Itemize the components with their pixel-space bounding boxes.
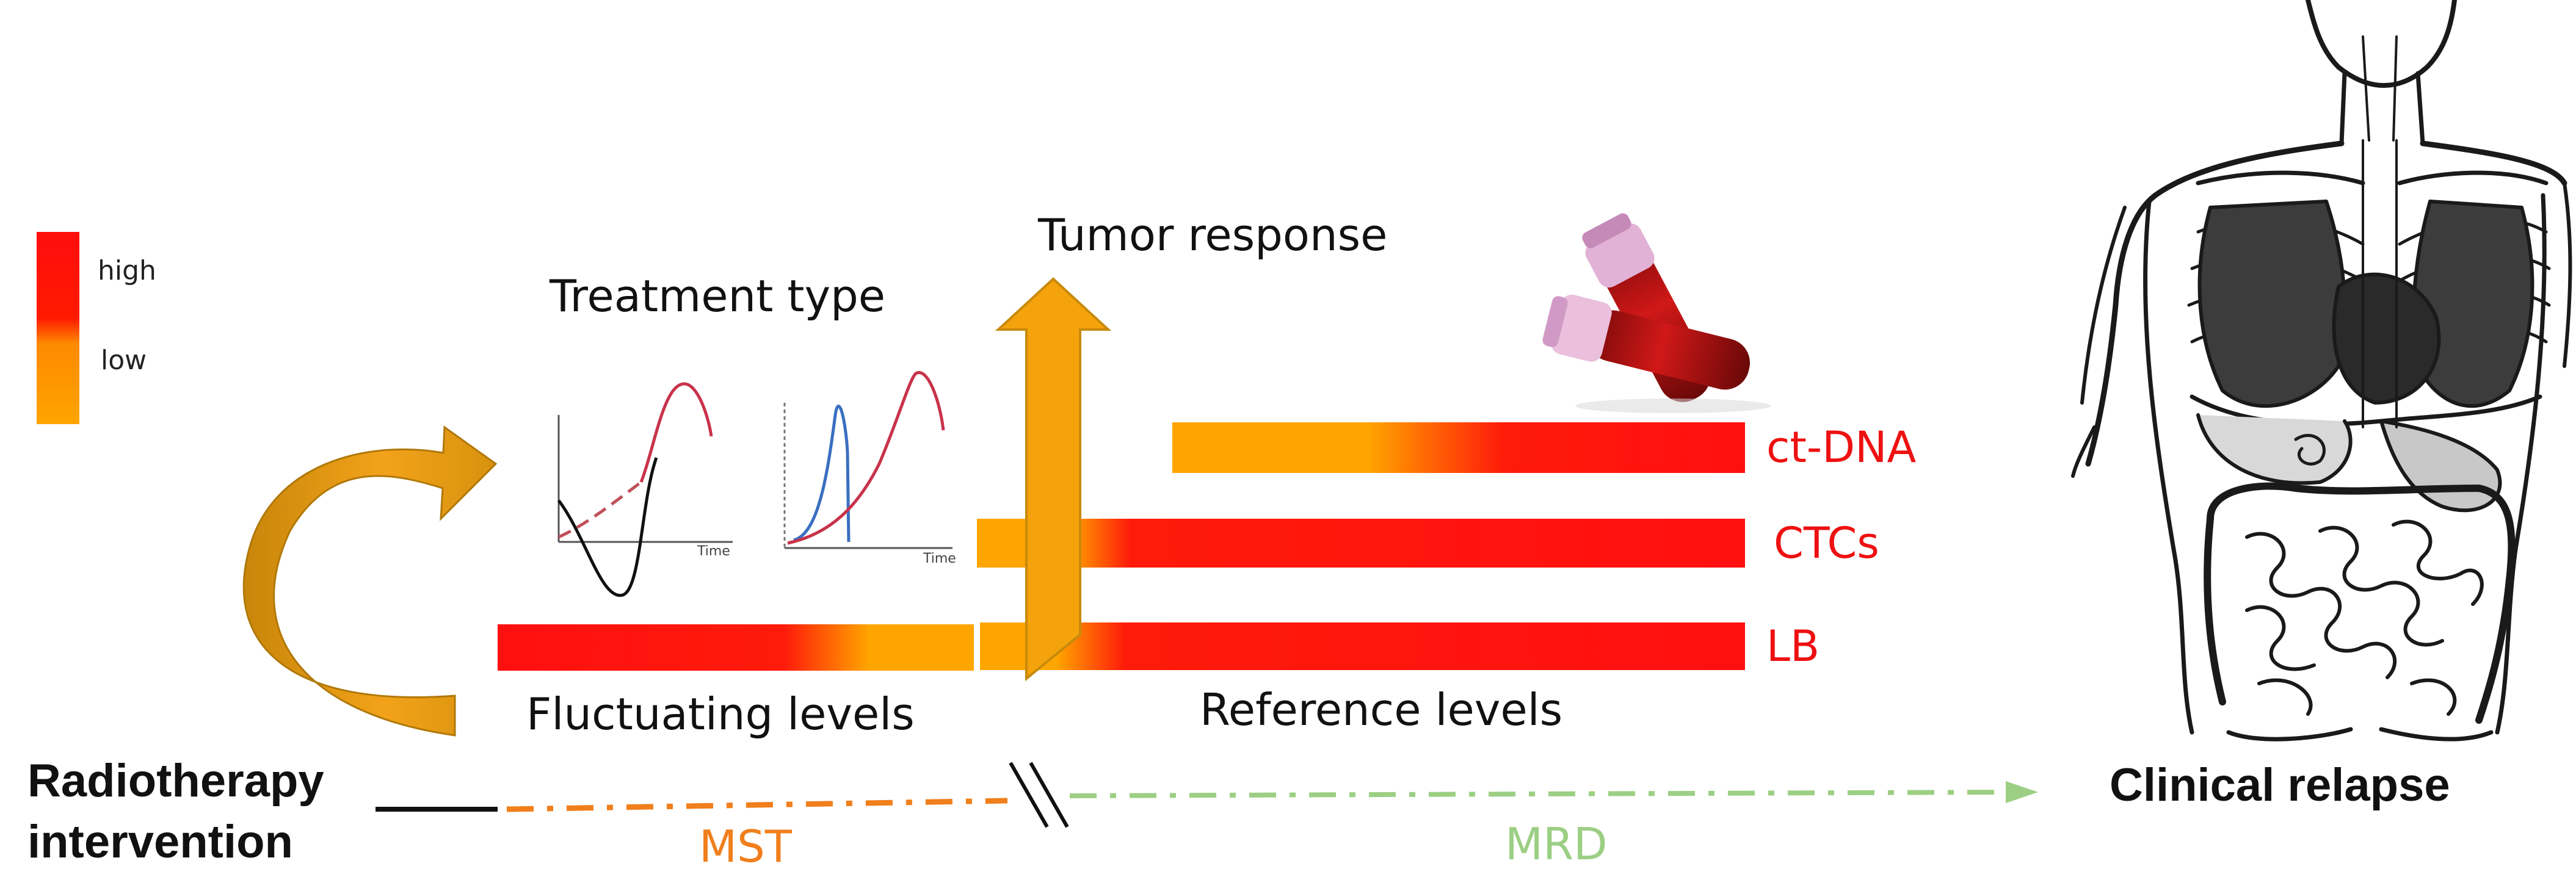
legend-high-label: high xyxy=(98,255,156,286)
ctcs-bar xyxy=(977,519,1745,568)
mini-chart-left-red-curve xyxy=(639,382,713,483)
treatment-type-title: Treatment type xyxy=(549,270,885,322)
reference-levels-label: Reference levels xyxy=(1200,684,1562,735)
heat-legend: high low xyxy=(37,232,156,424)
lb-label: LB xyxy=(1766,621,1820,671)
mrd-arrowhead xyxy=(2006,781,2038,803)
mrd-label: MRD xyxy=(1505,818,1608,870)
mini-chart-left-dashed-curve xyxy=(557,481,642,539)
mini-chart-left: Time xyxy=(557,382,733,597)
radiotherapy-label-line1: Radiotherapy xyxy=(27,755,324,807)
mst-label: MST xyxy=(699,821,793,872)
feedback-curved-arrow xyxy=(242,425,498,737)
legend-low-label: low xyxy=(101,345,147,376)
clinical-relapse-label: Clinical relapse xyxy=(2110,759,2450,811)
anatomy-torso-illustration xyxy=(2071,0,2572,741)
mini-chart-left-black-curve xyxy=(557,457,658,597)
mrd-dashdot-segment xyxy=(1069,790,2006,798)
blood-tubes-image xyxy=(1542,213,1771,413)
ct-dna-bar xyxy=(1172,422,1745,473)
ct-dna-label: ct-DNA xyxy=(1766,422,1916,472)
timeline-break-mark-1 xyxy=(1009,762,1049,828)
radiotherapy-label-line2: intervention xyxy=(27,816,293,868)
mini-chart-right-blue-curve xyxy=(793,404,851,543)
mini-chart-right-axis-label: Time xyxy=(923,551,956,566)
mst-dashdot-segment xyxy=(506,798,1008,812)
mini-chart-right: Time xyxy=(783,371,956,566)
ctcs-label: CTCs xyxy=(1774,518,1879,568)
mini-chart-left-axis-label: Time xyxy=(697,544,730,559)
timeline xyxy=(376,762,2038,828)
fluctuating-levels-label: Fluctuating levels xyxy=(526,688,915,740)
timeline-break-mark-2 xyxy=(1029,762,1069,828)
fluctuating-level-bar xyxy=(498,624,974,671)
tumor-response-title: Tumor response xyxy=(1037,209,1387,261)
tumor-response-arrow xyxy=(995,277,1112,682)
lb-bar xyxy=(980,622,1745,670)
mini-chart-right-red-curve xyxy=(787,371,945,545)
legend-gradient-bar xyxy=(37,232,79,424)
